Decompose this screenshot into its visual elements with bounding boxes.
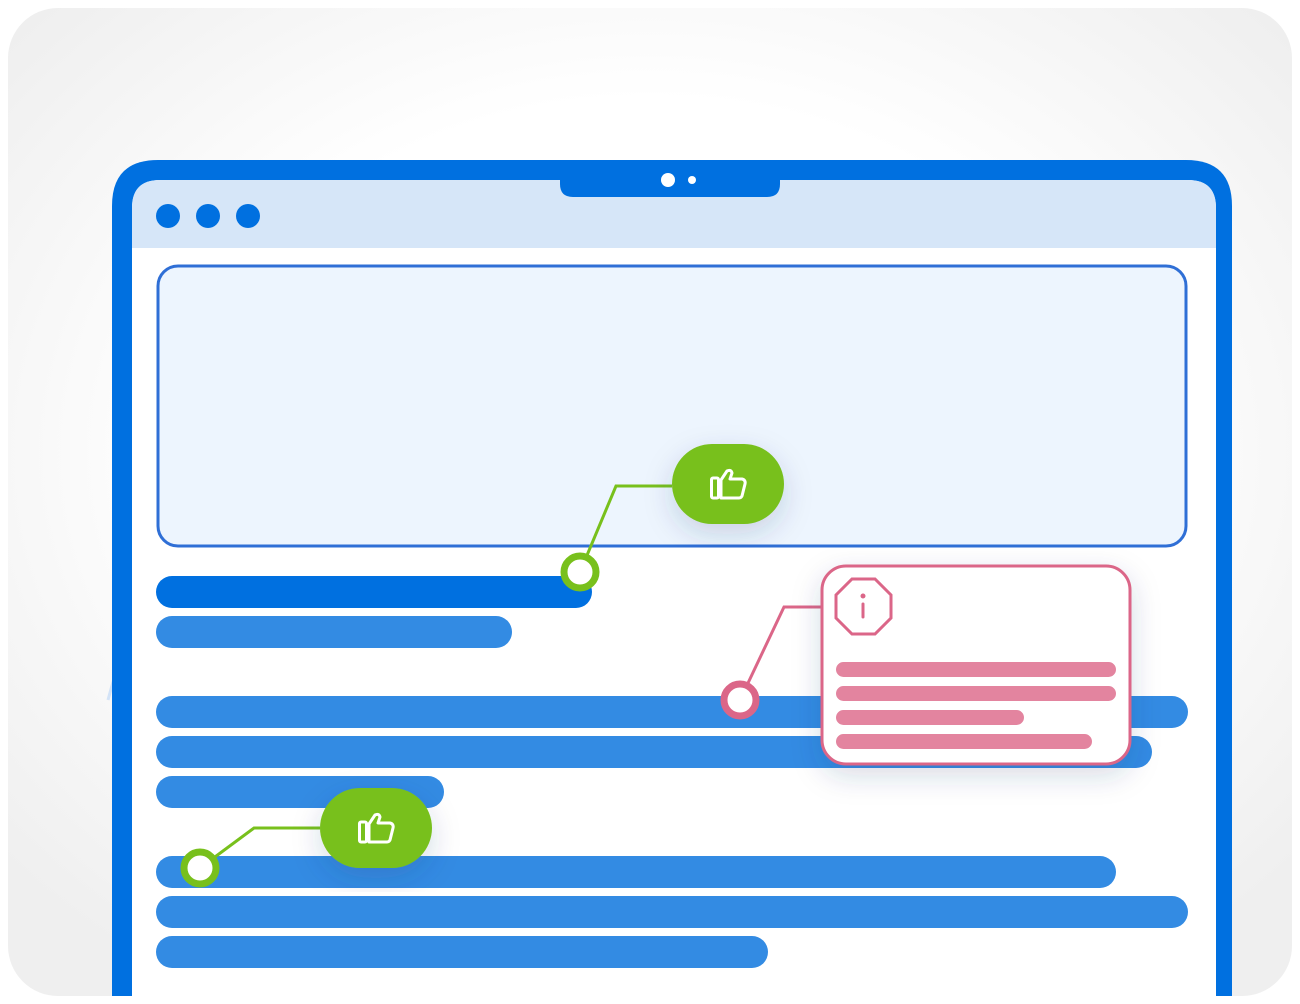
annotation-anchor[interactable] — [560, 552, 600, 592]
alert-connector — [738, 605, 822, 701]
camera-dot — [661, 173, 675, 187]
positive-feedback-badge[interactable] — [320, 788, 432, 868]
window-dot-close[interactable] — [156, 204, 180, 228]
hero-placeholder — [156, 264, 1188, 548]
thumbs-up-icon — [710, 468, 747, 500]
annotation-anchor[interactable] — [180, 848, 220, 888]
sensor-dot — [688, 176, 696, 184]
alert-text-lines — [836, 662, 1116, 749]
browser-header — [132, 180, 1216, 248]
alert-line — [836, 734, 1092, 749]
alert-line — [836, 662, 1116, 677]
alert-line — [836, 710, 1024, 725]
alert-anchor[interactable] — [720, 680, 760, 720]
window-dot-maximize[interactable] — [236, 204, 260, 228]
text-line — [156, 856, 1116, 888]
camera-notch — [560, 178, 780, 197]
alert-line — [836, 686, 1116, 701]
annotation-connector — [578, 484, 672, 573]
text-line — [156, 936, 768, 968]
window-dot-minimize[interactable] — [196, 204, 220, 228]
info-octagon-icon — [834, 577, 893, 636]
title-bar — [156, 576, 592, 608]
subtitle-bar — [156, 616, 512, 648]
positive-feedback-badge[interactable] — [672, 444, 784, 524]
thumbs-up-icon — [358, 812, 395, 844]
text-line — [156, 896, 1188, 928]
annotation-connector — [199, 826, 320, 870]
